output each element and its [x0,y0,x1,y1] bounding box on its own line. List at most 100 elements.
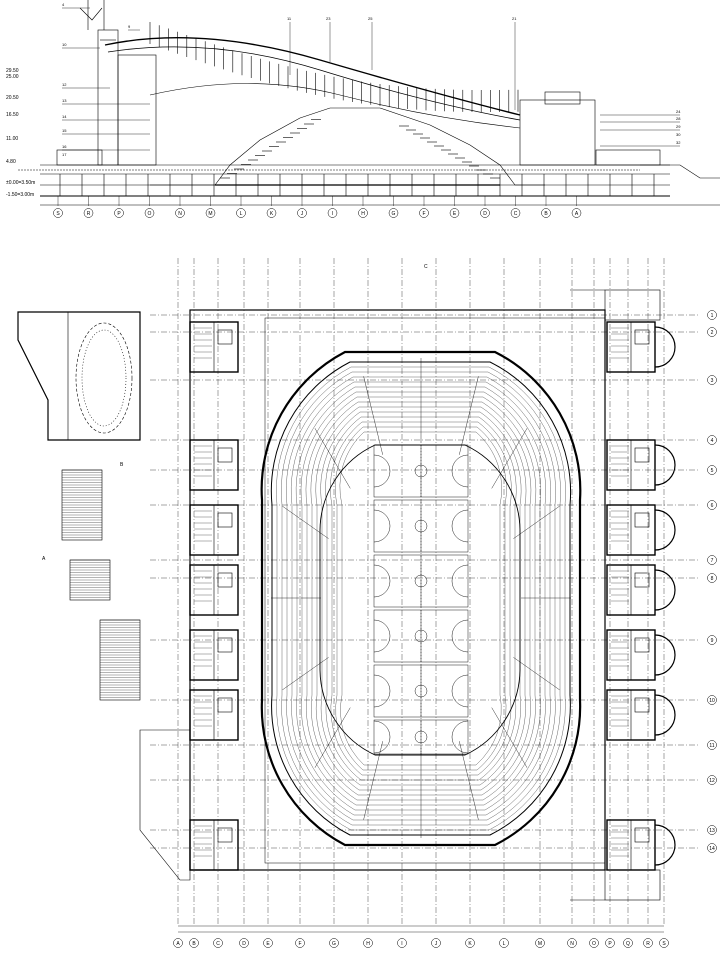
floor-plan [17,258,700,925]
plan-column-axis-bubble: K [465,938,475,948]
axis-label: B [192,941,196,947]
plan-row-axis-bubble: 8 [707,573,717,583]
aisle-line [513,505,560,539]
core-lift [217,827,233,843]
plan-row-axis-bubble: 5 [707,465,717,475]
plan-grid-lines [150,258,700,925]
axis-label: M [208,211,212,217]
aisle-line [314,707,351,768]
level-label: 20.50 [6,95,19,101]
axis-label: L [503,941,506,947]
axis-label: 3 [711,378,714,384]
callout-label: 11 [287,16,292,21]
court-key-right [451,564,469,598]
callout-label: 16 [62,144,67,149]
axis-label: P [608,941,612,947]
court-key-left [373,454,391,488]
plan-column-axis-bubble: M [535,938,545,948]
axis-label: G [332,941,336,947]
axis-label: 11 [709,743,714,749]
axis-circle [707,635,717,645]
seating-tiers [220,119,500,179]
axis-label: M [538,941,542,947]
axis-circle [465,938,475,948]
axis-label: C [514,211,518,217]
axis-label: I [401,941,402,947]
axis-circle [397,938,407,948]
court-key-left [373,720,391,754]
axis-label: 10 [709,698,715,704]
axis-circle [707,500,717,510]
plan-column-axis-bubble: L [499,938,509,948]
court-center-circle [414,629,428,643]
callout-label: 14 [62,114,67,119]
axis-circle [419,208,429,218]
axis-circle [175,208,185,218]
axis-label: 5 [711,468,714,474]
axis-circle [623,938,633,948]
axis-circle [173,938,183,948]
section-mark-b: B [120,462,124,468]
axis-circle [567,938,577,948]
section-axis-bubble: S [53,208,63,218]
axis-circle [431,938,441,948]
aisle-line [363,741,383,820]
plan-column-axis-bubble: E [263,938,273,948]
axis-circle [707,465,717,475]
axis-label: J [301,211,304,217]
aisle-line [491,428,528,489]
axis-label: 6 [711,503,714,509]
axis-circle [499,938,509,948]
court-key-right [451,619,469,653]
plan-column-axis-bubble: O [589,938,599,948]
plan-row-axis-bubble: 2 [707,327,717,337]
plan-row-axis-bubble: 4 [707,435,717,445]
aisle-line [459,376,479,455]
section-axis-bubble: B [541,208,551,218]
court-key-left [373,619,391,653]
axis-circle [213,938,223,948]
section-axis-bubble: A [571,208,582,218]
plan-column-axis-bubble: J [431,938,441,948]
axis-label: F [298,941,301,947]
callout-label: 12 [62,82,67,87]
axis-circle [53,208,63,218]
seating-row [335,426,507,771]
core-curve [654,569,676,611]
axis-circle [363,938,373,948]
axis-circle [605,938,615,948]
plan-column-axis-bubble: A [173,938,183,948]
core-curve [654,634,676,676]
axis-circle [643,938,653,948]
axis-circle [707,740,717,750]
axis-circle [263,938,273,948]
section-axis-bubble: D [480,208,490,218]
axis-label: 4 [711,438,714,444]
axis-circle [205,208,216,218]
axis-circle [236,208,246,218]
axis-label: 8 [711,576,714,582]
axis-circle [510,208,521,218]
core-lift [634,697,650,713]
seating-row [325,416,517,781]
callout-label: 24 [676,109,681,114]
section-axis-bubble: P [114,208,124,218]
axis-label: A [575,211,579,217]
section-axis-bubble: J [297,208,307,218]
court-key-right [451,509,469,543]
axis-label: B [544,211,548,217]
building-section [18,0,720,206]
core-lift [217,512,233,528]
axis-circle [535,938,545,948]
section-axis-bubble: G [388,208,399,218]
core-lift [634,447,650,463]
section-axis-bubble: E [449,208,460,218]
axis-circle [266,208,277,218]
callout-label: 25 [368,16,373,21]
core-lift [217,637,233,653]
plan-row-axis-bubble: 14 [707,843,717,853]
aisle-line [363,376,383,455]
plan-row-axis-bubble: 11 [707,740,717,750]
